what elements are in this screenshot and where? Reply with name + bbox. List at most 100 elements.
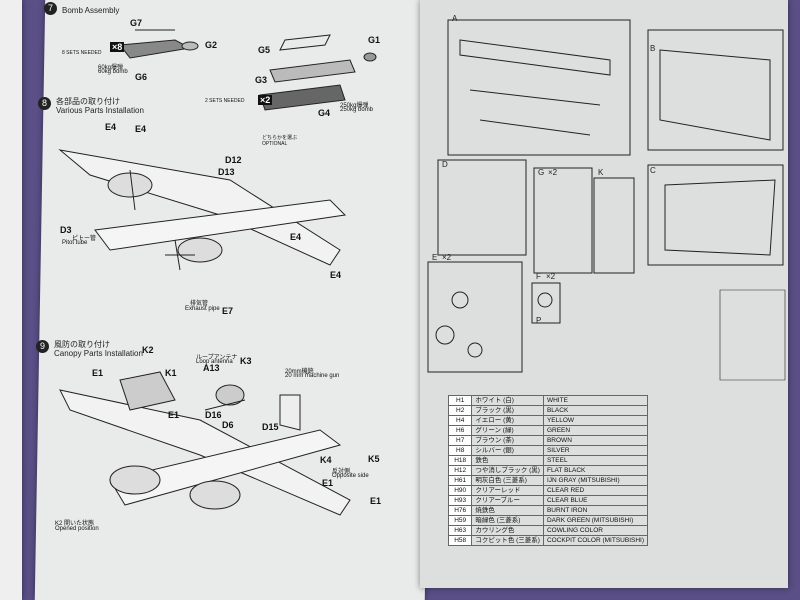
paint-code-cell: H1 [447, 395, 473, 406]
step-8-title-jp: 各部品の取り付け [56, 97, 120, 106]
runner-f-count: ×2 [546, 272, 556, 281]
runner-a-frame [447, 19, 631, 156]
paint-jp-cell: ブラック (黒) [471, 405, 544, 416]
label-a13: A13 [203, 363, 220, 373]
label-pitot: Pitot tube [62, 240, 88, 246]
paint-en-cell: BROWN [542, 435, 649, 446]
paint-jp-cell: ホワイト (白) [471, 395, 544, 406]
label-d6: D6 [222, 420, 234, 430]
label-g7: G7 [130, 18, 143, 28]
label-k2: K2 [142, 345, 154, 355]
runner-p-label: P [536, 316, 542, 325]
paint-jp-cell: クリアーレッド [471, 485, 544, 496]
runner-d-label: D [442, 160, 448, 169]
label-60kg: 60kg bomb [98, 69, 128, 75]
label-times-2: ×2 [258, 95, 273, 105]
label-opposite-jp: 反対側 [332, 469, 351, 475]
paint-en-cell: YELLOW [542, 415, 649, 426]
paint-en-cell: SILVER [542, 445, 649, 456]
label-g2: G2 [205, 40, 218, 50]
label-opposite: Opposite side [332, 473, 369, 479]
aircraft-top-drawing [58, 149, 347, 271]
label-250kg-jp: 250kg爆弾 [340, 103, 369, 109]
paint-code-cell: H61 [447, 475, 473, 486]
paint-code-cell: H90 [447, 485, 473, 496]
paint-code-cell: H4 [447, 415, 473, 426]
label-d16: D16 [205, 410, 222, 420]
step-7-title: Bomb Assembly [62, 6, 120, 15]
step-7-number: 7 [44, 2, 57, 15]
label-gun: 20 mm machine gun [285, 373, 340, 379]
paint-jp-cell: カウリング色 [471, 525, 544, 536]
label-times-8: ×8 [110, 42, 125, 52]
label-250kg: 250kg bomb [340, 107, 374, 113]
label-d3: D3 [60, 225, 72, 235]
label-pitot-jp: ピトー管 [72, 236, 97, 242]
label-opened: Opened position [55, 526, 99, 532]
paint-en-cell: IJN GRAY (MITSUBISHI) [542, 475, 649, 486]
aircraft-bottom-drawing [59, 371, 351, 516]
label-k4: K4 [320, 455, 332, 465]
paint-jp-cell: 焼鉄色 [471, 505, 544, 516]
label-k1: K1 [165, 368, 177, 378]
label-e4-b: E4 [135, 124, 147, 134]
label-d15: D15 [262, 422, 279, 432]
label-g4: G4 [318, 108, 331, 118]
paint-code-cell: H18 [447, 455, 473, 466]
step-8-title: Various Parts Installation [56, 106, 144, 115]
bomb-250kg-drawing [259, 34, 377, 111]
label-2-sets: 2 SETS NEEDED [205, 98, 245, 104]
runner-g-count: ×2 [548, 168, 558, 177]
label-g1: G1 [368, 35, 381, 45]
paint-en-cell: COWLING COLOR [542, 525, 649, 536]
label-e1-b: E1 [168, 410, 180, 420]
runner-c-frame [647, 164, 784, 266]
paint-en-cell: CLEAR RED [542, 485, 649, 496]
paint-jp-cell: コクピット色 (三菱系) [471, 535, 544, 546]
paint-code-cell: H58 [447, 535, 473, 546]
label-60kg-jp: 60kg爆弾 [98, 65, 124, 71]
paint-jp-cell: 鉄色 [471, 455, 544, 466]
bomb-60kg-drawing [119, 29, 199, 59]
label-loop-jp: ループアンテナ [196, 355, 238, 361]
label-g3: G3 [255, 75, 268, 85]
label-optional-jp: どちらかを選ぶ [262, 135, 298, 141]
paint-code-cell: H76 [447, 505, 473, 516]
adjacent-page-edge [0, 0, 22, 600]
paint-code-cell: H63 [447, 525, 473, 536]
label-e1-a: E1 [92, 368, 104, 378]
paint-en-cell: BURNT IRON [542, 505, 649, 516]
paint-jp-cell: クリアーブルー [471, 495, 544, 506]
runner-k-label: K [598, 168, 604, 177]
runner-g-frame [533, 167, 593, 274]
label-k5: K5 [368, 454, 380, 464]
step-9-title-jp: 風防の取り付け [54, 340, 110, 349]
paint-code-cell: H7 [447, 435, 473, 446]
label-e1-c: E1 [322, 478, 334, 488]
label-g6: G6 [135, 72, 148, 82]
step-8-number: 8 [38, 97, 51, 110]
label-d13: D13 [218, 167, 235, 177]
runner-e-count: ×2 [442, 253, 452, 262]
runner-f-frame [531, 282, 561, 324]
paint-en-cell: STEEL [542, 455, 649, 466]
paint-code-cell: H93 [447, 495, 473, 506]
runner-d-frame [437, 159, 527, 256]
step-9-title: Canopy Parts Installation [54, 349, 143, 358]
paint-jp-cell: ブラウン (茶) [471, 435, 544, 446]
label-e7: E7 [222, 306, 234, 316]
paint-en-cell: COCKPIT COLOR (MITSUBISHI) [542, 535, 649, 546]
